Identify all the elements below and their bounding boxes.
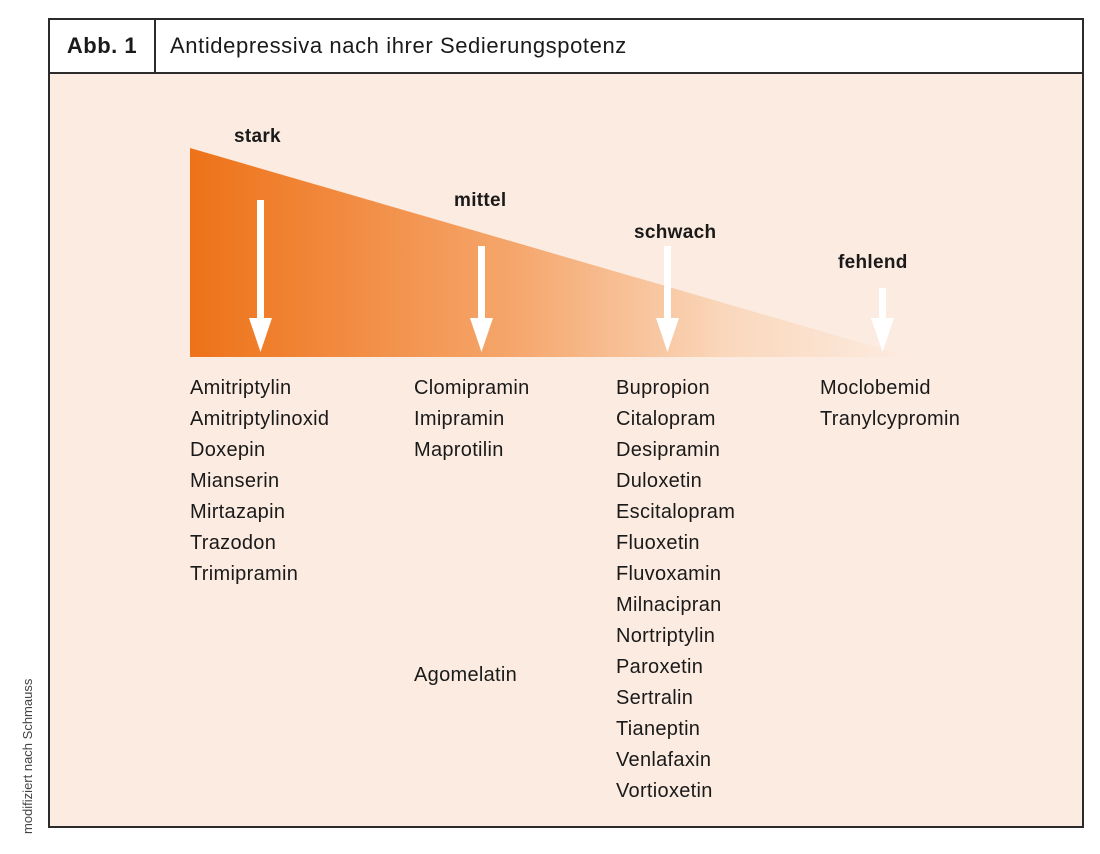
drug-name: Imipramin — [414, 408, 505, 430]
drug-name: Doxepin — [190, 439, 266, 461]
drug-name: Trimipramin — [190, 563, 299, 585]
drug-name: Clomipramin — [414, 377, 530, 399]
drug-name: Duloxetin — [616, 470, 703, 492]
drug-name: Moclobemid — [820, 377, 931, 399]
arrow-stark — [249, 200, 272, 352]
drug-name: Tianeptin — [616, 718, 701, 740]
drug-name: Agomelatin — [414, 664, 518, 686]
drug-name: Trazodon — [190, 532, 277, 554]
drug-name: Amitriptylin — [190, 377, 292, 399]
drug-name: Venlafaxin — [616, 749, 712, 771]
arrow-fehlend — [871, 288, 894, 352]
arrow-schwach — [656, 246, 679, 352]
drug-name: Vortioxetin — [616, 780, 713, 802]
drug-name: Escitalopram — [616, 501, 736, 523]
figure-title: Antidepressiva nach ihrer Sedierungspote… — [170, 33, 627, 58]
drug-name: Paroxetin — [616, 656, 704, 678]
drug-name: Maprotilin — [414, 439, 504, 461]
figure-header: Abb. 1 Antidepressiva nach ihrer Sedieru… — [50, 20, 1082, 74]
drug-name: Mianserin — [190, 470, 280, 492]
source-credit: modifiziert nach Schmauss — [20, 678, 35, 834]
column-stark: Amitriptylin Amitriptylinoxid Doxepin Mi… — [190, 373, 329, 590]
column-schwach: Bupropion Citalopram Desipramin Duloxeti… — [616, 373, 735, 807]
sedation-wedge — [190, 148, 910, 357]
drug-name: Sertralin — [616, 687, 694, 709]
figure-frame: Abb. 1 Antidepressiva nach ihrer Sedieru… — [48, 18, 1084, 828]
figure-number: Abb. 1 — [50, 20, 156, 72]
drug-name: Amitriptylinoxid — [190, 408, 330, 430]
drug-name: Fluvoxamin — [616, 563, 722, 585]
drug-name: Milnacipran — [616, 594, 722, 616]
level-label-schwach: schwach — [634, 222, 717, 243]
column-mittel-extra: Agomelatin — [414, 660, 517, 691]
drug-name: Nortriptylin — [616, 625, 716, 647]
drug-name: Citalopram — [616, 408, 716, 430]
drug-name: Tranylcypromin — [820, 408, 961, 430]
arrow-mittel — [470, 246, 493, 352]
level-label-mittel: mittel — [454, 190, 507, 211]
drug-name: Bupropion — [616, 377, 710, 399]
drug-name: Desipramin — [616, 439, 721, 461]
drug-name: Mirtazapin — [190, 501, 286, 523]
column-mittel: Clomipramin Imipramin Maprotilin — [414, 373, 530, 466]
drug-name: Fluoxetin — [616, 532, 700, 554]
level-label-fehlend: fehlend — [838, 252, 908, 273]
level-label-stark: stark — [234, 126, 281, 147]
column-fehlend: Moclobemid Tranylcypromin — [820, 373, 960, 435]
